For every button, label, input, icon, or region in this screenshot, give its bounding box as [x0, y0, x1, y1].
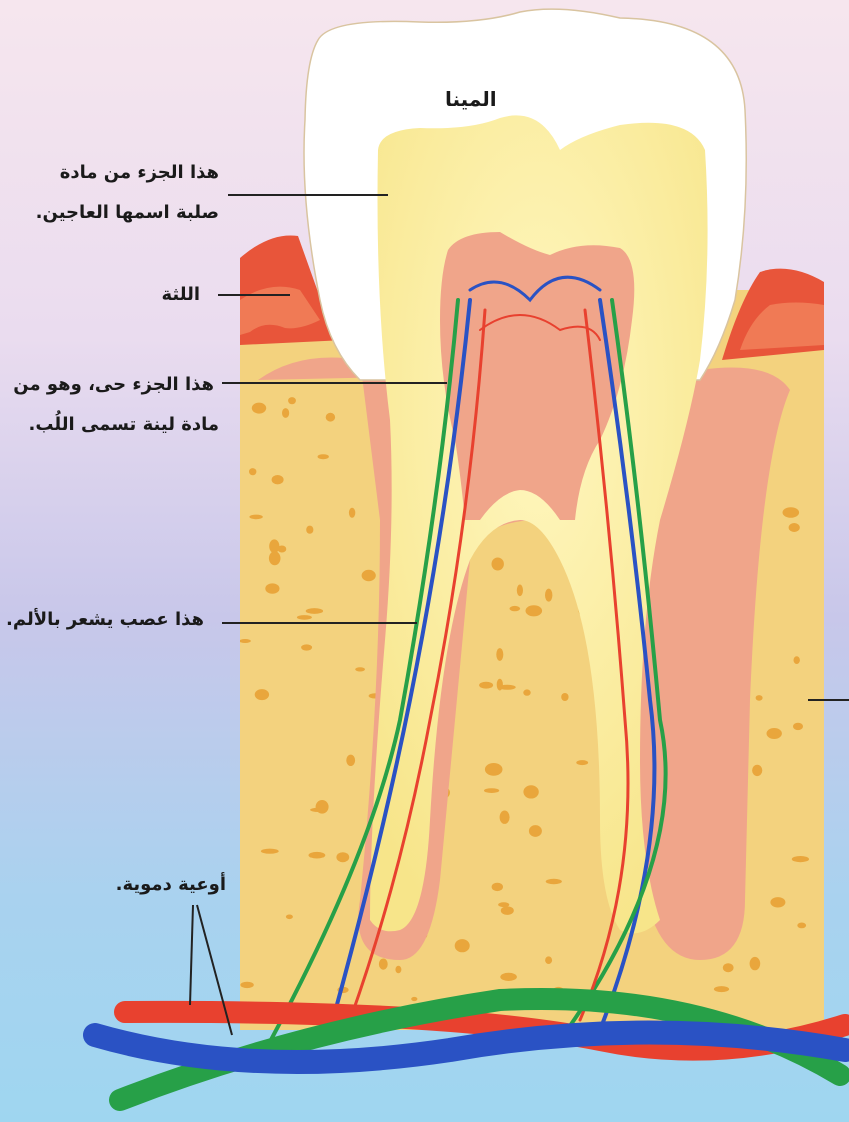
bone-spot [523, 785, 538, 798]
bone-spot [269, 551, 281, 565]
bone-spot [297, 615, 312, 620]
bone-spot [411, 997, 417, 1001]
bone-spot [349, 508, 355, 518]
bone-spot [252, 403, 266, 414]
bone-spot [455, 939, 470, 952]
label-dentin-line2: صلبة اسمها العاجين. [36, 198, 219, 228]
bone-spot [272, 475, 284, 484]
bone-spot [770, 897, 785, 907]
bone-spot [316, 800, 329, 814]
bone-spot [255, 689, 269, 700]
bone-spot [794, 656, 800, 664]
bone-spot [355, 667, 365, 671]
bone-spot [346, 755, 355, 766]
label-enamel: المينا [445, 84, 497, 114]
bone-spot [286, 915, 293, 920]
label-nerve: هذا عصب يشعر بالألم. [6, 605, 204, 635]
bone-spot [756, 695, 763, 701]
bone-spot [792, 856, 809, 862]
label-pulp-line2: مادة لينة تسمى اللُب. [29, 410, 219, 440]
bone-spot [510, 606, 521, 611]
label-gum: اللثة [161, 280, 200, 310]
label-dentin-line1: هذا الجزء من مادة [60, 158, 219, 188]
bone-spot [318, 454, 329, 459]
bone-spot [306, 608, 323, 614]
bone-spot [301, 644, 312, 650]
bone-spot [793, 723, 803, 730]
bone-spot [789, 523, 800, 532]
bone-spot [326, 413, 335, 422]
label-vessels: أوعية دموية. [116, 870, 226, 900]
leader-nerve [222, 622, 417, 624]
bone-spot [752, 765, 762, 776]
bone-spot [336, 852, 349, 862]
bone-spot [546, 879, 562, 884]
bone-spot [261, 849, 279, 854]
bone-spot [265, 583, 279, 593]
bone-spot [282, 408, 289, 418]
bone-spot [500, 811, 510, 824]
bone-spot [523, 689, 530, 695]
bone-spot [240, 982, 253, 988]
bone-spot [379, 959, 388, 970]
bone-spot [517, 585, 523, 597]
bone-spot [498, 902, 509, 907]
bone-spot [714, 986, 729, 992]
bone-spot [395, 966, 401, 974]
bone-spot [239, 639, 251, 643]
label-pulp-line1: هذا الجزء حى، وهو من [13, 370, 214, 400]
bone-spot [501, 906, 514, 915]
leader-dentin [228, 194, 388, 196]
leader-gum [218, 294, 290, 296]
bone-spot [492, 883, 503, 891]
bone-spot [269, 539, 279, 553]
bone-spot [783, 507, 800, 518]
bone-spot [485, 763, 503, 776]
bone-spot [249, 515, 262, 520]
bone-spot [797, 923, 806, 929]
bone-spot [500, 973, 517, 981]
bone-spot [362, 570, 376, 581]
bone-spot [249, 468, 256, 475]
bone-spot [484, 788, 499, 793]
bone-spot [723, 963, 734, 972]
bone-spot [288, 397, 296, 404]
bone-spot [306, 526, 313, 534]
bone-spot [767, 728, 782, 739]
leader-pulp [222, 382, 447, 384]
bone-spot [545, 956, 552, 964]
bone-spot [497, 679, 503, 691]
bone-spot [750, 957, 761, 970]
bone-spot [529, 825, 542, 837]
bone-spot [309, 852, 326, 859]
